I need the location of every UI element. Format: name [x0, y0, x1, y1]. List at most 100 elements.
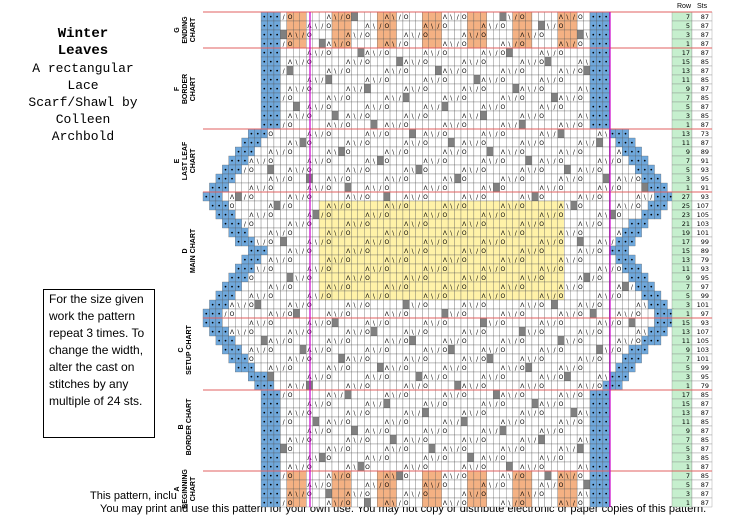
stitch-symbol: O — [559, 266, 564, 273]
stitch-symbol: \ — [450, 41, 453, 48]
chart-cell — [493, 353, 500, 364]
chart-cell — [383, 461, 391, 472]
chart-cell — [583, 344, 591, 355]
chart-cell — [518, 317, 526, 328]
stitch-symbol: • — [269, 95, 273, 102]
chart-cell — [602, 218, 610, 229]
chart-cell — [525, 254, 533, 265]
stitch-symbol: O — [404, 149, 409, 156]
row-number: 11 — [682, 265, 690, 273]
chart-cell — [467, 47, 475, 58]
stitch-symbol: \ — [431, 320, 434, 327]
chart-cell — [480, 38, 487, 49]
chart-cell — [409, 236, 416, 247]
chart-cell — [370, 470, 378, 481]
sts-count: 87 — [701, 85, 709, 93]
chart-cell — [396, 56, 404, 67]
stitch-symbol: \ — [489, 266, 492, 273]
stitch-symbol: \ — [392, 149, 395, 156]
stitch-symbol: / — [476, 194, 479, 201]
stitch-symbol: O — [346, 203, 351, 210]
stitch-symbol: • — [591, 68, 595, 75]
stitch-symbol: • — [269, 428, 273, 435]
stitch-symbol: • — [637, 356, 641, 363]
chart-cell — [596, 173, 604, 184]
chart-cell — [357, 254, 365, 265]
chart-cell — [447, 155, 455, 166]
chart-cell — [460, 479, 468, 490]
stitch-symbol: Λ — [230, 329, 235, 336]
chart-cell — [422, 254, 429, 265]
chart-cell — [273, 164, 281, 175]
stitch-symbol: O — [404, 257, 409, 264]
chart-cell — [299, 101, 307, 112]
row-number: 5 — [686, 445, 690, 453]
chart-cell — [493, 380, 500, 391]
stitch-symbol: O — [520, 68, 525, 75]
stitch-symbol: / — [418, 140, 421, 147]
chart-cell — [531, 371, 539, 382]
stitch-symbol: • — [275, 95, 279, 102]
chart-cell — [357, 119, 365, 130]
stitch-symbol: / — [263, 158, 266, 165]
chart-cell — [280, 164, 287, 175]
stitch-symbol: O — [423, 383, 428, 390]
chart-cell — [331, 272, 339, 283]
stitch-symbol: O — [501, 104, 506, 111]
stitch-symbol: / — [379, 77, 382, 84]
stitch-symbol: • — [211, 302, 215, 309]
chart-cell — [493, 335, 500, 346]
stitch-symbol: \ — [528, 302, 531, 309]
chart-cell — [473, 470, 481, 481]
chart-cell — [486, 281, 494, 292]
chart-cell — [293, 227, 300, 238]
stitch-symbol: • — [269, 104, 273, 111]
stitch-symbol: Λ — [540, 212, 545, 219]
stitch-symbol: • — [637, 230, 641, 237]
stitch-symbol: • — [656, 176, 660, 183]
stitch-symbol: Λ — [269, 149, 274, 156]
chart-cell — [454, 164, 462, 175]
chart-cell — [564, 209, 571, 220]
stitch-symbol: \ — [373, 320, 376, 327]
stitch-symbol: Λ — [617, 284, 622, 291]
chart-cell — [376, 119, 384, 130]
stitch-symbol: • — [269, 383, 273, 390]
stitch-symbol: / — [360, 194, 363, 201]
stitch-symbol: O — [443, 266, 448, 273]
chart-cell — [493, 326, 500, 337]
stitch-symbol: Λ — [540, 293, 545, 300]
chart-cell — [415, 200, 423, 211]
chart-cell — [428, 65, 436, 76]
chart-cell — [409, 128, 416, 139]
stitch-symbol: • — [624, 266, 628, 273]
chart-cell — [415, 65, 423, 76]
stitch-symbol: / — [360, 140, 363, 147]
chart-cell — [409, 344, 416, 355]
stitch-symbol: / — [379, 23, 382, 30]
chart-cell — [486, 362, 494, 373]
stitch-symbol: \ — [412, 59, 415, 66]
chart-cell — [299, 479, 307, 490]
chart-cell — [299, 389, 307, 400]
stitch-symbol: O — [268, 212, 273, 219]
chart-cell — [312, 407, 320, 418]
chart-cell — [370, 110, 378, 121]
chart-cell — [396, 434, 404, 445]
chart-cell — [318, 137, 326, 148]
stitch-symbol: O — [384, 50, 389, 57]
chart-cell — [493, 182, 500, 193]
chart-cell — [557, 299, 565, 310]
chart-cell — [531, 146, 539, 157]
chart-cell — [357, 11, 365, 22]
chart-cell — [370, 353, 378, 364]
chart-cell — [254, 299, 262, 310]
chart-cell — [615, 326, 623, 337]
stitch-symbol: • — [263, 41, 267, 48]
chart-cell — [499, 164, 507, 175]
stitch-symbol: Λ — [230, 194, 235, 201]
stitch-symbol: \ — [489, 50, 492, 57]
stitch-symbol: / — [457, 284, 460, 291]
row-number: 7 — [686, 436, 690, 444]
chart-cell — [576, 452, 584, 463]
